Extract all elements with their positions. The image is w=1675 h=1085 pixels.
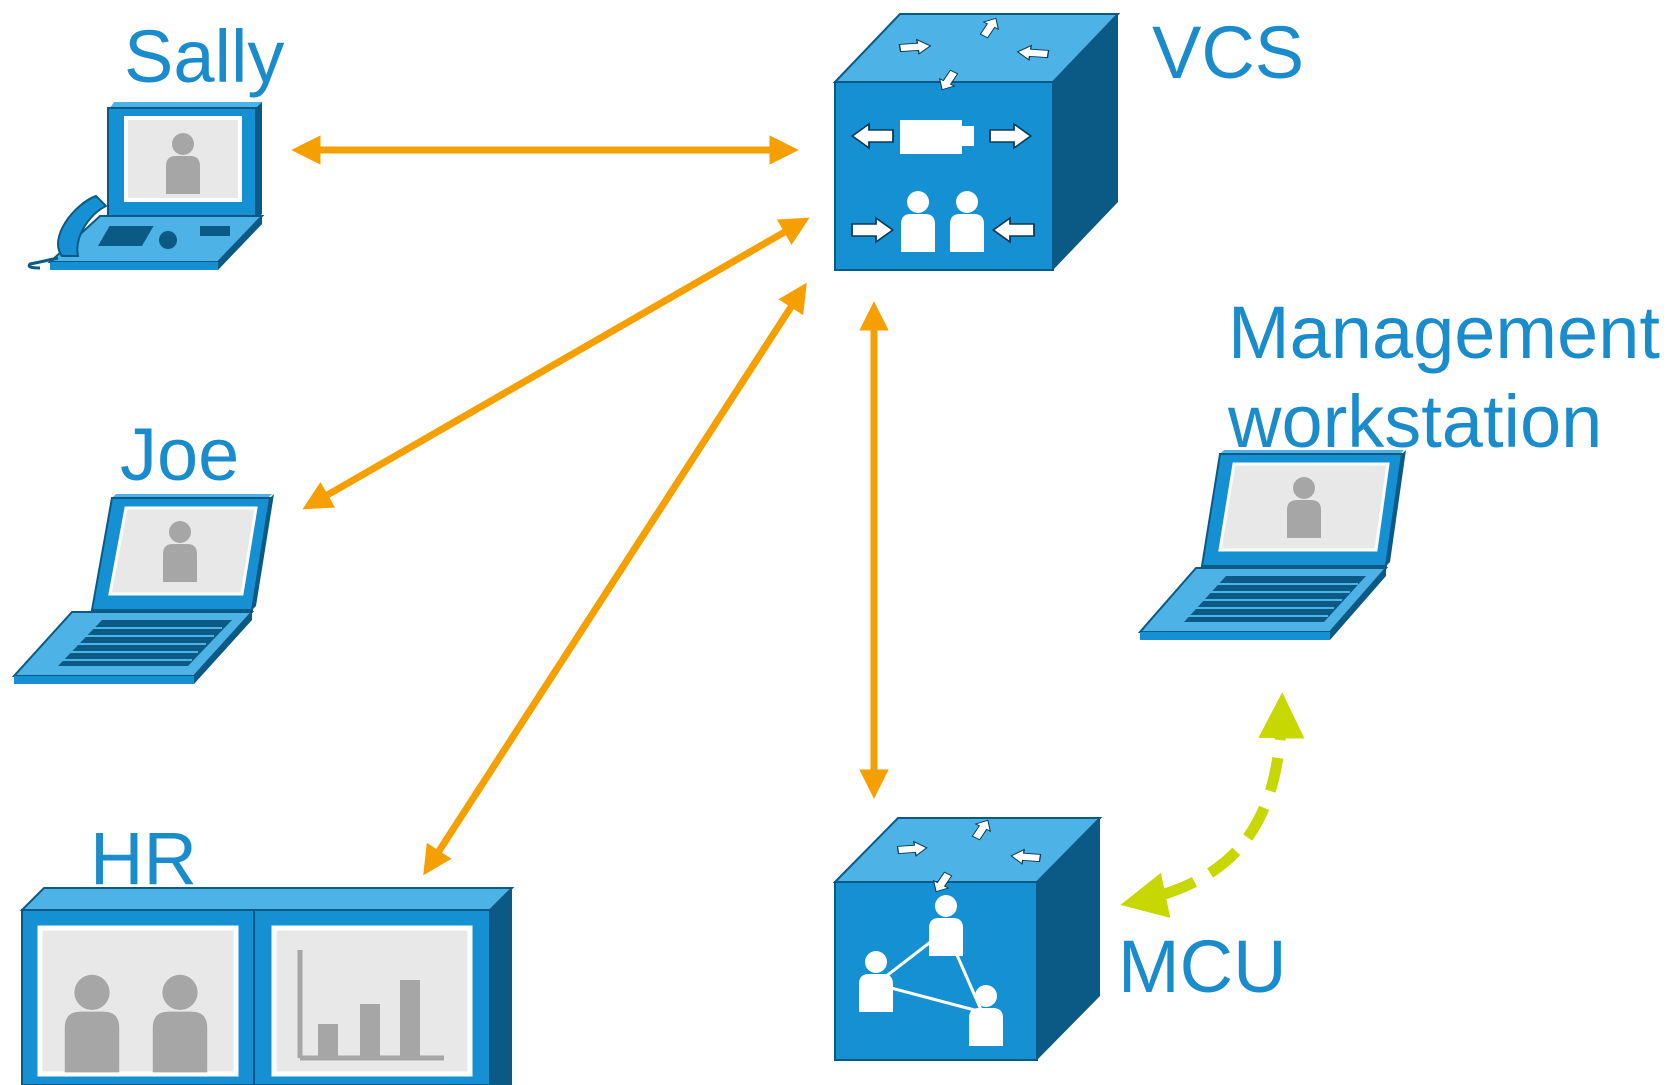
sally-video-phone-icon	[27, 102, 265, 270]
sally-label: Sally	[124, 15, 285, 98]
hr-telepresence-icon	[19, 887, 515, 1085]
management-label-line2: workstation	[1228, 379, 1603, 463]
connection-management-mcu	[1120, 692, 1305, 919]
mcu-label: MCU	[1118, 925, 1287, 1008]
connections	[291, 135, 1305, 919]
vcs-label: VCS	[1152, 11, 1305, 94]
vcs-server-icon	[832, 13, 1121, 271]
connection-hr-vcs	[423, 282, 807, 876]
joe-label: Joe	[120, 413, 240, 496]
management-label-line1: Management	[1228, 291, 1660, 374]
management-workstation-label: Management workstation	[1228, 289, 1660, 467]
hr-label: HR	[90, 817, 197, 900]
joe-laptop-icon	[11, 494, 274, 684]
connection-joe-vcs	[302, 217, 810, 510]
mcu-server-icon	[832, 816, 1103, 1061]
management-laptop-icon	[1137, 450, 1406, 640]
